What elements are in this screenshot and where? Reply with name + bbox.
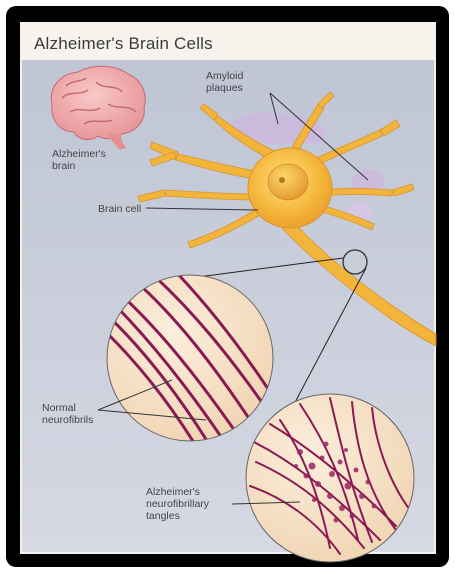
label-line: brain [52, 160, 106, 172]
label-line: tangles [146, 510, 209, 522]
label-line: Alzheimer's [52, 148, 106, 160]
diagram-title: Alzheimer's Brain Cells [34, 34, 213, 54]
label-line: Normal [42, 402, 93, 414]
label-line: plaques [206, 82, 243, 94]
label-brain-cell: Brain cell [98, 203, 141, 215]
label-amyloid-plaques: Amyloid plaques [206, 70, 243, 94]
label-normal-neurofibrils: Normal neurofibrils [42, 402, 93, 426]
nucleolus [279, 177, 285, 183]
label-neurofibrillary-tangles: Alzheimer's neurofibrillary tangles [146, 486, 209, 522]
tangles-circle [246, 394, 414, 562]
cell-nucleus [268, 164, 308, 200]
label-line: neurofibrils [42, 414, 93, 426]
label-line: neurofibrillary [146, 498, 209, 510]
label-line: Amyloid [206, 70, 243, 82]
label-alzheimers-brain: Alzheimer's brain [52, 148, 106, 172]
label-line: Alzheimer's [146, 486, 209, 498]
